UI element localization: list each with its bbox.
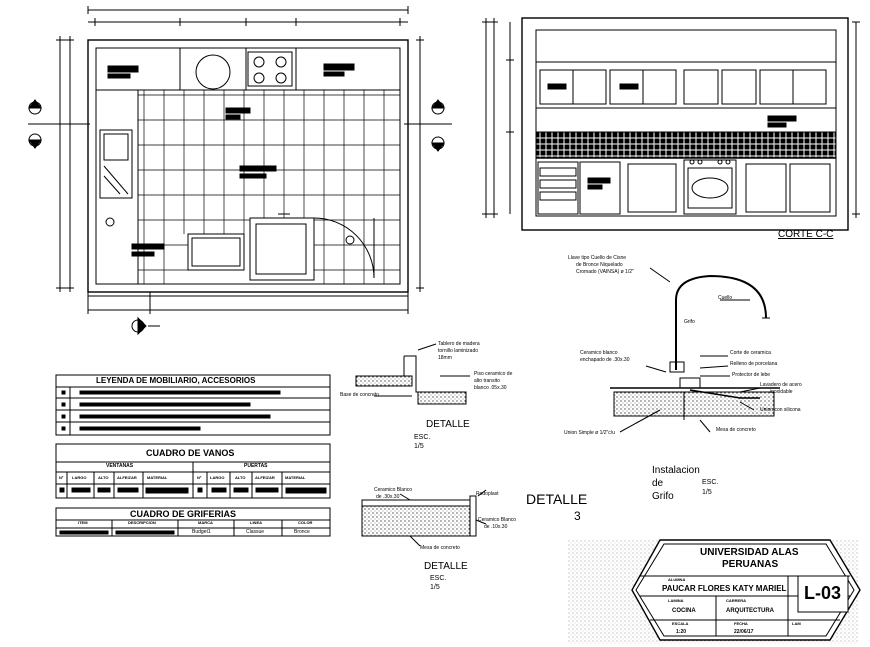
detail1-note: Piso ceramico de <box>474 371 513 377</box>
griferias-table-title: CUADRO DE GRIFERIAS <box>130 509 237 519</box>
sheet-number-label: LAM <box>792 621 801 626</box>
university-name-line2: PERUANAS <box>722 559 779 570</box>
faucet-note: Cromado (VAINSA) ø 1/2" <box>576 269 634 275</box>
detail2-title: DETALLE <box>424 561 468 572</box>
vanos-table-title: CUADRO DE VANOS <box>146 448 235 458</box>
vanos-col: ALFEIZAR <box>255 475 275 480</box>
vanos-col: Nº <box>197 475 202 480</box>
faucet-note: Llave tipo Cuello de Cisne <box>568 255 627 261</box>
faucet-note: Mesa de concreto <box>716 427 756 433</box>
griferias-cell: Budget1 <box>192 529 211 535</box>
escala-label: ESCALA <box>672 621 689 626</box>
griferias-cell: Bronce <box>294 529 310 535</box>
detail1-note: 18mm <box>438 355 452 361</box>
faucet-note: Union Simple ø 1/2"c/u <box>564 430 615 436</box>
faucet-title-line: de <box>652 478 664 489</box>
griferias-cell: Classue <box>246 529 265 535</box>
university-name-line1: UNIVERSIDAD ALAS <box>700 547 799 558</box>
detail1-scale-label: ESC. <box>414 434 431 441</box>
detail1-note: Base de concreto <box>340 392 379 398</box>
vanos-col: LARGO <box>72 475 87 480</box>
carrera-value: ARQUITECTURA <box>726 608 774 614</box>
alumna-label: ALUMNA <box>668 577 686 582</box>
detail3-number: 3 <box>574 509 581 523</box>
faucet-title-line: Grifo <box>652 491 674 502</box>
detail3-title: DETALLE <box>526 491 588 507</box>
griferias-col: DESCRIPCION <box>128 520 156 525</box>
vanos-group-ventanas: VENTANAS <box>106 463 134 469</box>
carrera-label: CARRERA <box>726 598 746 603</box>
detail2-note: Ceramico Blanco <box>374 487 413 493</box>
faucet-note: Lavadero de acero <box>760 382 802 388</box>
student-name: PAUCAR FLORES KATY MARIEL <box>662 584 787 593</box>
vanos-col: MATERIAL <box>147 475 168 480</box>
detail1-scale: 1/5 <box>414 443 424 450</box>
griferias-col: COLOR <box>298 520 313 525</box>
vanos-col: Nº <box>59 475 64 480</box>
detail1-note: Tablero de madera <box>438 341 480 347</box>
vanos-col: ALTO <box>98 475 109 480</box>
sheet-number: L-03 <box>804 583 842 603</box>
faucet-note: Ceramico blanco <box>580 350 618 356</box>
floor-plan <box>56 6 424 314</box>
vanos-col: LARGO <box>210 475 225 480</box>
section-marker-left <box>28 99 90 149</box>
elevation-section <box>482 17 860 231</box>
detail2-note: de .10x.30 <box>484 524 508 530</box>
faucet-note: inoxidable <box>770 389 793 395</box>
griferias-col: LINEA <box>250 520 262 525</box>
griferias-col: ITEM <box>78 520 88 525</box>
faucet-scale: 1/5 <box>702 489 712 496</box>
detail2-note: de .30x.30 <box>376 494 400 500</box>
detail2-note: Mesa de concreto <box>420 545 460 551</box>
detail1-note: tornillo laminizado <box>438 348 479 354</box>
faucet-note: enchapado de .30x.30 <box>580 357 630 363</box>
griferias-col: MARCA <box>198 520 213 525</box>
detail1-title: DETALLE <box>426 419 470 430</box>
legend-table <box>55 374 331 436</box>
faucet-note: Union con silicona <box>760 407 801 413</box>
faucet-note: Relleno de porcelana <box>730 361 778 367</box>
section-label: CORTE C-C <box>778 229 834 240</box>
vanos-col: ALFEIZAR <box>117 475 137 480</box>
title-block <box>568 539 861 644</box>
detail-1-drawing <box>355 343 470 405</box>
faucet-title-line: Instalacion <box>652 465 700 476</box>
detail1-note: alto transito <box>474 378 500 384</box>
griferias-table <box>55 507 331 537</box>
faucet-note: Protector de lebe <box>732 372 771 378</box>
detail2-scale: 1/5 <box>430 584 440 591</box>
faucet-note: Grifo <box>684 319 695 325</box>
legend-table-title: LEYENDA DE MOBILIARIO, ACCESORIOS <box>96 376 256 385</box>
detail2-scale-label: ESC. <box>430 575 447 582</box>
faucet-note: Cuello <box>718 295 733 301</box>
vanos-col: ALTO <box>235 475 246 480</box>
faucet-note: de Bronce Niquelado <box>576 262 623 268</box>
faucet-note: Corte de ceramica <box>730 350 771 356</box>
detail-2-drawing <box>361 489 487 547</box>
floor-tile-grid <box>138 90 400 284</box>
vanos-group-puertas: PUERTAS <box>244 463 268 469</box>
section-marker-right <box>404 99 452 152</box>
escala-value: 1:20 <box>676 629 687 635</box>
detail2-note: Ceramico Blanco <box>478 517 517 523</box>
faucet-scale-label: ESC. <box>702 479 719 486</box>
detail2-note: Rodoplast <box>476 491 499 497</box>
vanos-table <box>55 443 331 499</box>
lamina-label: LAMINA <box>668 598 684 603</box>
fecha-label: FECHA <box>734 621 748 626</box>
vanos-col: MATERIAL <box>285 475 306 480</box>
fecha-value: 22/06/17 <box>734 629 754 635</box>
faucet-detail-drawing <box>610 267 780 433</box>
lamina-value: COCINA <box>672 608 696 614</box>
section-marker-bottom <box>131 316 160 336</box>
detail1-note: blanco .05x.30 <box>474 385 507 391</box>
